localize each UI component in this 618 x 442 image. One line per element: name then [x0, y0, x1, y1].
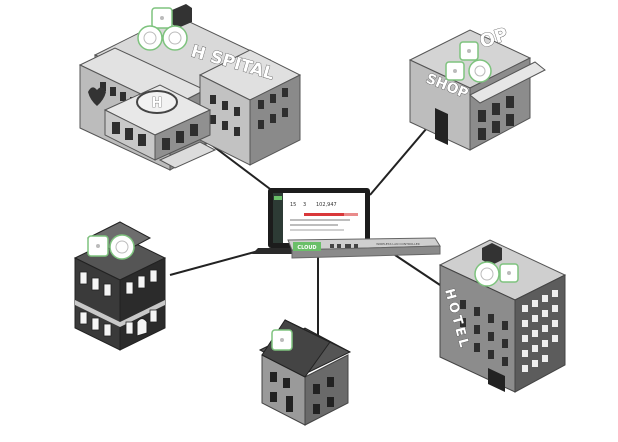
access-point-icon: [271, 329, 293, 351]
appliance-brand: CLOUD: [297, 245, 316, 251]
heart-icon: [88, 87, 106, 106]
screen-stat-1: 15: [290, 202, 296, 208]
link-apartment: [169, 249, 263, 276]
access-points: [87, 7, 519, 351]
laptop-icon: 15 3 102,947: [252, 188, 380, 254]
access-point-icon: [474, 261, 500, 287]
access-point-icon: [468, 59, 492, 83]
controller-appliance-icon: CLOUD WIRELESS LAN CONTROLLER: [287, 237, 441, 259]
access-point-icon: [151, 7, 173, 29]
appliance-model: WIRELESS LAN CONTROLLER: [376, 242, 419, 246]
link-hospital: [204, 139, 279, 196]
access-point-icon: [459, 41, 479, 61]
access-point-icon: [445, 61, 465, 81]
access-point-icon: [87, 235, 109, 257]
hospital-building: H H SPITAL: [78, 4, 302, 171]
screen-stat-2: 3: [303, 202, 306, 208]
helipad-label: H: [152, 96, 163, 111]
access-point-icon: [137, 25, 163, 51]
screen-stat-3: 102,947: [316, 202, 337, 208]
access-point-icon: [109, 234, 135, 260]
hotel-building: HOTEL: [438, 239, 567, 393]
access-point-icon: [499, 263, 519, 283]
central-hub: 15 3 102,947 CLOUD WIRELESS LAN CONTROLL…: [252, 188, 441, 259]
access-point-icon: [162, 25, 188, 51]
